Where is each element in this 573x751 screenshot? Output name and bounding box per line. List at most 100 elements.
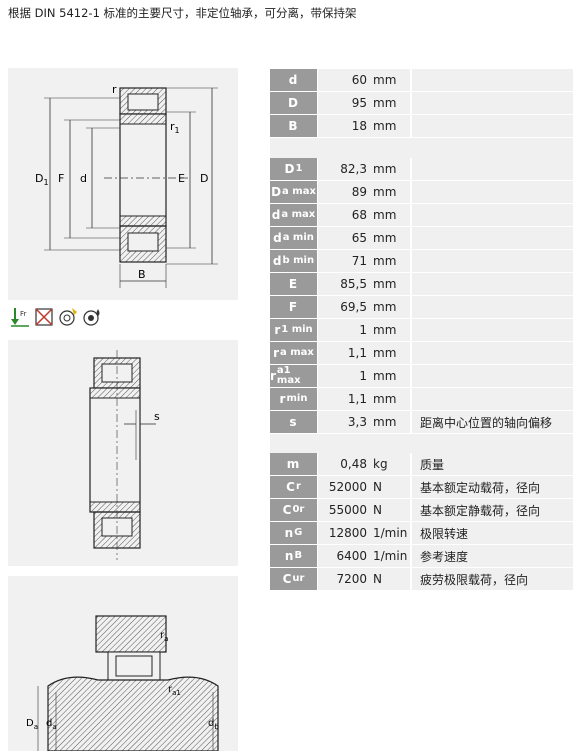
param-value: 89 — [351, 185, 367, 199]
param-key: d — [272, 254, 282, 268]
table-row: B 18 mm — [270, 115, 573, 137]
param-value-cell: 68 mm — [318, 204, 410, 226]
param-value: 68 — [351, 208, 367, 222]
param-description — [412, 319, 573, 341]
label-D1: D1 — [35, 172, 49, 187]
param-symbol: D — [270, 92, 317, 114]
param-value: 60 — [351, 73, 367, 87]
param-value: 6400 — [336, 549, 367, 563]
param-value: 12800 — [328, 526, 367, 540]
axial-force-icon: Fr — [11, 308, 29, 327]
param-sub: 0r — [292, 504, 305, 515]
param-value-cell: 0,48 kg — [318, 453, 410, 475]
label-B: B — [138, 268, 146, 281]
param-unit: mm — [373, 369, 397, 383]
param-description — [412, 69, 573, 91]
param-description: 基本额定动载荷，径向 — [412, 476, 573, 498]
label-s: s — [154, 410, 160, 423]
param-key: r — [279, 392, 286, 406]
param-value: 85,5 — [340, 277, 367, 291]
param-value: 0,48 — [340, 457, 367, 471]
label-r1: r1 — [170, 120, 180, 135]
label-F: F — [58, 172, 64, 185]
param-sub: a min — [282, 232, 314, 243]
param-value-cell: 1 mm — [318, 365, 410, 387]
table-separator — [270, 138, 573, 158]
param-key: n — [284, 526, 294, 540]
param-unit: 1/min — [373, 549, 408, 563]
param-value: 1 — [359, 369, 367, 383]
page-title: 根据 DIN 5412-1 标准的主要尺寸，非定位轴承，可分离，带保持架 — [8, 6, 357, 20]
table-separator — [270, 434, 573, 453]
param-description — [412, 115, 573, 137]
mounting-section-svg: ra ra1 Da da db — [26, 615, 219, 751]
mounting-dimension-drawing: ra ra1 Da da db — [8, 576, 238, 751]
param-description: 基本额定静载荷，径向 — [412, 499, 573, 521]
bearing-dimension-drawing: r r1 D1 F d E D B — [8, 68, 238, 300]
param-value: 95 — [351, 96, 367, 110]
param-description — [412, 365, 573, 387]
param-sub: a1 max — [276, 365, 301, 386]
param-value-cell: 95 mm — [318, 92, 410, 114]
param-value: 1,1 — [347, 346, 367, 360]
param-value: 7200 — [336, 572, 367, 586]
param-key: D — [284, 162, 295, 176]
bearing-section-svg: r r1 D1 F d E D B — [35, 83, 218, 288]
label-E: E — [178, 172, 185, 185]
axial-offset-svg: s — [89, 350, 160, 560]
param-value: 52000 — [328, 480, 367, 494]
param-unit: kg — [373, 457, 388, 471]
param-unit: mm — [373, 277, 397, 291]
non-separable-icon — [35, 308, 53, 326]
param-value-cell: 6400 1/min — [318, 545, 410, 567]
param-key: d — [271, 208, 281, 222]
param-symbol: B — [270, 115, 317, 137]
param-description — [412, 388, 573, 410]
param-sub: min — [286, 393, 308, 404]
param-key: d — [288, 73, 298, 87]
param-unit: mm — [373, 119, 397, 133]
param-value: 18 — [351, 119, 367, 133]
param-sub: a max — [282, 186, 316, 197]
label-D: D — [200, 172, 208, 185]
param-unit: mm — [373, 96, 397, 110]
param-key: r — [270, 369, 276, 383]
param-description: 质量 — [412, 453, 573, 475]
param-unit: mm — [373, 208, 397, 222]
param-value: 1 — [359, 323, 367, 337]
label-ra: ra — [160, 630, 168, 643]
param-key: n — [284, 549, 294, 563]
param-value: 55000 — [328, 503, 367, 517]
param-sub: B — [294, 550, 303, 561]
axial-offset-drawing: s — [8, 340, 238, 566]
param-symbol: F — [270, 296, 317, 318]
param-key: D — [271, 185, 282, 199]
table-row: D 95 mm — [270, 92, 573, 114]
param-sub: 1 min — [281, 324, 313, 335]
param-unit: mm — [373, 231, 397, 245]
param-description: 参考速度 — [412, 545, 573, 567]
